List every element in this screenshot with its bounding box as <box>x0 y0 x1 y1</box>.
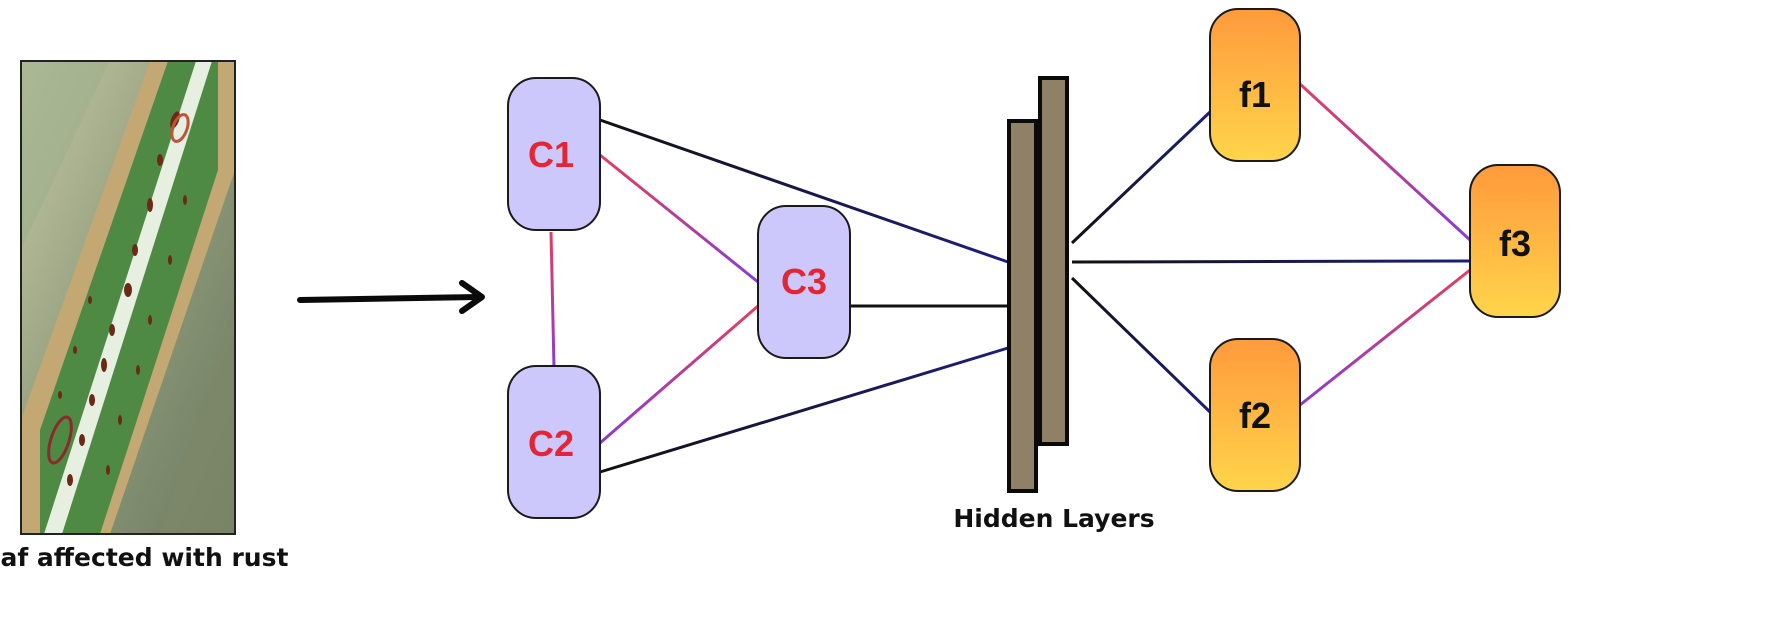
fc-node-f2: f2 <box>1209 338 1301 492</box>
edge-hidden-f2 <box>1070 276 1212 414</box>
fc-node-f3-label: f3 <box>1499 223 1531 264</box>
edge-hidden-f1 <box>1070 110 1212 245</box>
edges <box>549 82 1472 474</box>
conv-node-c1-label: C1 <box>528 134 574 175</box>
leaf-image <box>21 61 235 534</box>
hidden-layers <box>1007 76 1069 493</box>
conv-node-c1: C1 <box>507 77 601 231</box>
hidden-layer-back <box>1038 76 1069 446</box>
edge-c2-hidden <box>599 346 1009 474</box>
fc-node-f2-label: f2 <box>1239 395 1271 436</box>
edge-c1-c3 <box>599 153 759 284</box>
edge-c1-hidden <box>599 118 1009 264</box>
fc-node-f1-label: f1 <box>1239 74 1271 115</box>
leaf-caption: Leaf affected with rust <box>0 543 288 572</box>
fc-node-f3: f3 <box>1469 164 1561 318</box>
edge-f2-f3 <box>1299 268 1471 407</box>
input-arrow <box>297 280 485 314</box>
edge-hidden-f3 <box>1071 259 1471 264</box>
hidden-layers-caption: Hidden Layers <box>953 504 1154 533</box>
edge-c1-c2 <box>549 231 556 368</box>
edge-f1-f3 <box>1298 82 1472 242</box>
fc-node-f1: f1 <box>1209 8 1301 162</box>
hidden-layer-front <box>1007 119 1038 493</box>
conv-node-c3: C3 <box>757 205 851 359</box>
conv-node-c2: C2 <box>507 365 601 519</box>
conv-node-c3-label: C3 <box>781 261 827 302</box>
conv-node-c2-label: C2 <box>528 423 574 464</box>
edge-c2-c3 <box>599 304 759 445</box>
leaf-image-border <box>20 60 236 535</box>
